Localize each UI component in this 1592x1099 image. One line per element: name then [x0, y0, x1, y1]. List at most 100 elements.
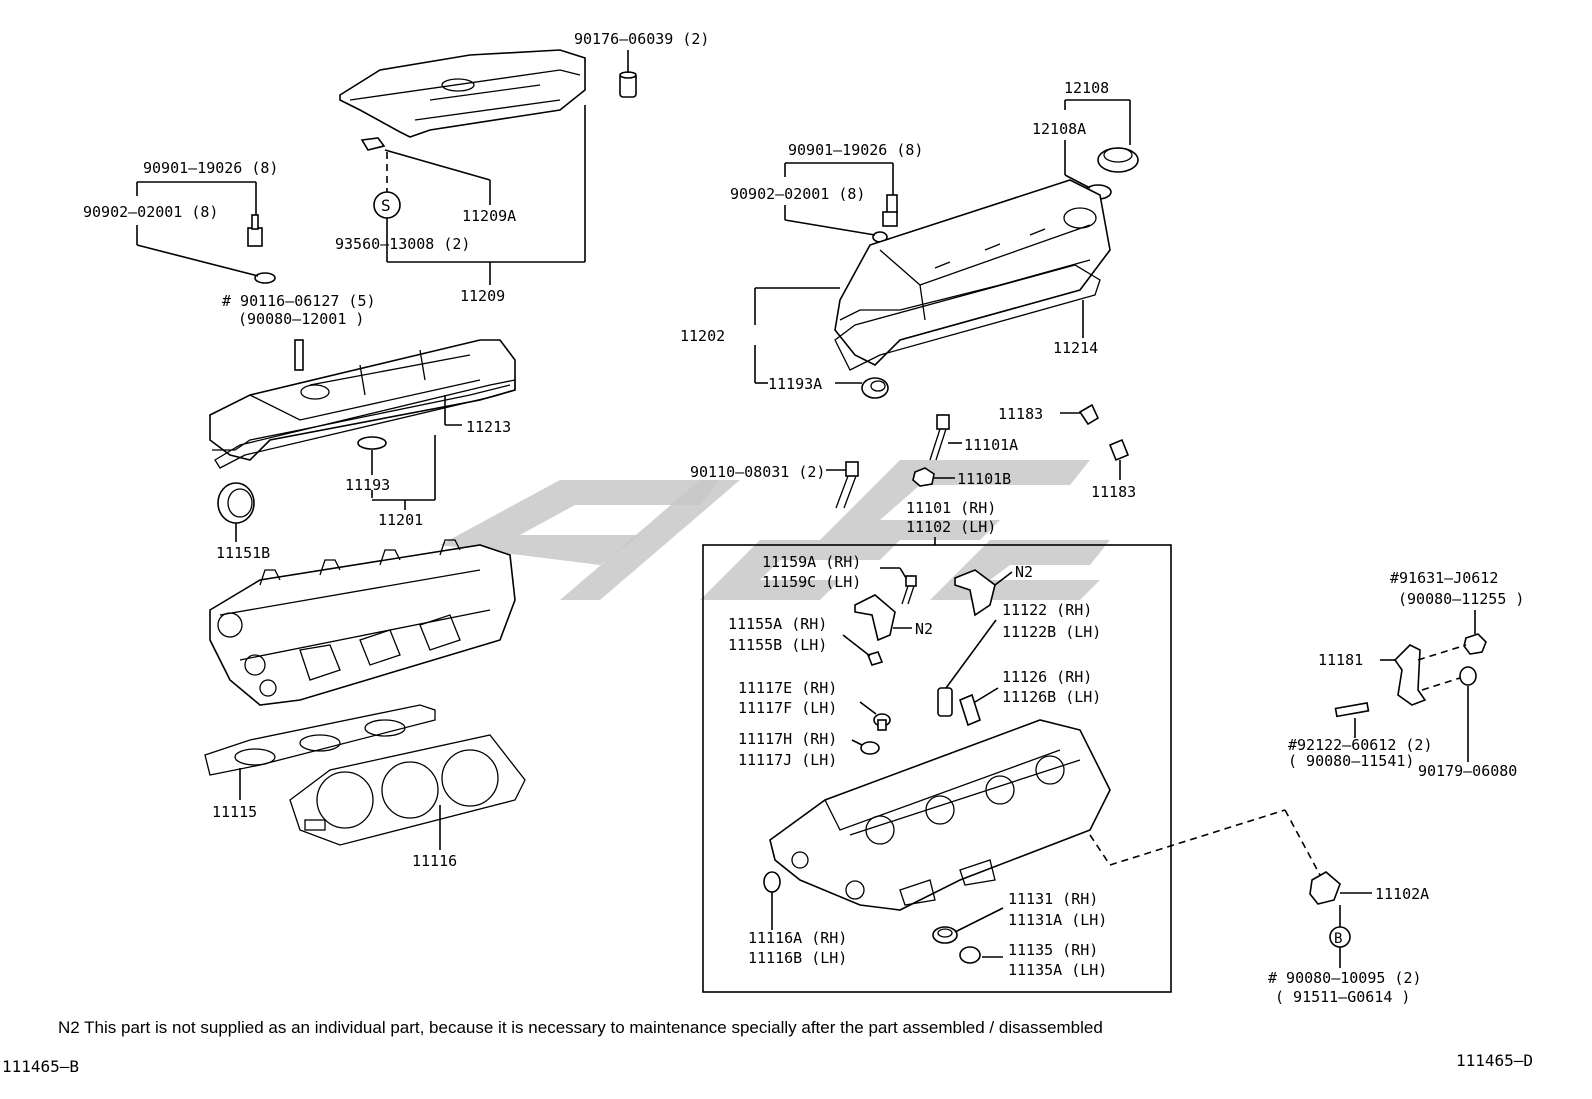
stud-11101a	[929, 414, 950, 461]
bolt-90901-left	[247, 214, 263, 247]
oil-seal-11151b	[217, 482, 255, 524]
bolt-11159a	[901, 575, 917, 605]
label-11209a: 11209A	[462, 207, 516, 225]
seal-11116a	[763, 871, 781, 893]
label-11155b: 11155B (LH)	[728, 636, 827, 654]
nut-90179	[1459, 666, 1477, 686]
ring-11117h	[860, 741, 880, 755]
label-n2-right: N2	[1015, 563, 1033, 581]
label-11155a: 11155A (RH)	[728, 615, 827, 633]
label-90080-10095: # 90080–10095 (2)	[1268, 969, 1422, 987]
label-11117f: 11117F (LH)	[738, 699, 837, 717]
clip-11209a	[360, 137, 386, 151]
label-11209: 11209	[460, 287, 505, 305]
bolt-91631	[1463, 633, 1487, 655]
grommet-90902-left	[254, 272, 276, 284]
cap-11183-top	[1078, 403, 1100, 426]
label-11201: 11201	[378, 511, 423, 529]
cylinder-head-left	[209, 539, 516, 706]
label-11126b: 11126B (LH)	[1002, 688, 1101, 706]
label-12108a: 12108A	[1032, 120, 1086, 138]
label-11183-top: 11183	[998, 405, 1043, 423]
label-11116b: 11116B (LH)	[748, 949, 847, 967]
label-11193a: 11193A	[768, 375, 822, 393]
cylinder-head-right	[769, 719, 1111, 911]
s-symbol-icon: S	[373, 191, 401, 219]
label-11214: 11214	[1053, 339, 1098, 357]
label-11117h: 11117H (RH)	[738, 730, 837, 748]
label-11122b: 11122B (LH)	[1002, 623, 1101, 641]
plug-11131	[932, 926, 958, 944]
label-93560: 93560–13008 (2)	[335, 235, 470, 253]
label-90901-right: 90901–19026 (8)	[788, 141, 923, 159]
label-11117e: 11117E (RH)	[738, 679, 837, 697]
s-symbol-text: S	[381, 196, 391, 215]
nut-11155a	[866, 651, 884, 666]
cover-gasket-11213	[214, 379, 516, 469]
label-90179: 90179–06080	[1418, 762, 1517, 780]
label-11101b: 11101B	[957, 470, 1011, 488]
bolt-90901-right	[882, 194, 898, 227]
head-gasket-11116	[289, 734, 526, 846]
label-11202: 11202	[680, 327, 725, 345]
label-91511: ( 91511–G0614 )	[1275, 988, 1410, 1006]
label-11116: 11116	[412, 852, 457, 870]
label-11159a: 11159A (RH)	[762, 553, 861, 571]
label-11213: 11213	[466, 418, 511, 436]
label-11135a: 11135A (LH)	[1008, 961, 1107, 979]
plug-seal-11193	[357, 436, 387, 450]
label-11115: 11115	[212, 803, 257, 821]
label-91631: #91631–J0612	[1390, 569, 1498, 587]
label-11151b: 11151B	[216, 544, 270, 562]
label-11193: 11193	[345, 476, 390, 494]
label-11102-lh: 11102 (LH)	[906, 518, 996, 536]
figure-code-left: 111465–B	[2, 1057, 79, 1076]
label-90080-11255: (90080–11255 )	[1398, 590, 1524, 608]
label-11101-rh: 11101 (RH)	[906, 499, 996, 517]
valve-guide-11117e	[873, 713, 891, 731]
label-90110: 90110–08031 (2)	[690, 463, 825, 481]
nut-11101b	[912, 467, 935, 487]
label-11183-bottom: 11183	[1091, 483, 1136, 501]
bolt-90110	[835, 461, 859, 509]
b-symbol-text: B	[1334, 931, 1342, 947]
label-90902-left: 90902–02001 (8)	[83, 203, 218, 221]
cylinder-head-assy-box	[702, 544, 1172, 993]
label-n2-left: N2	[915, 620, 933, 638]
bracket-11181	[1393, 644, 1427, 706]
label-11181: 11181	[1318, 651, 1363, 669]
cam-bearing-cap-n2-left	[854, 594, 896, 642]
plug-11135	[959, 946, 981, 964]
label-90902-right: 90902–02001 (8)	[730, 185, 865, 203]
label-11102a: 11102A	[1375, 885, 1429, 903]
label-11117j: 11117J (LH)	[738, 751, 837, 769]
cover-gasket-11214	[834, 264, 1101, 371]
label-11131: 11131 (RH)	[1008, 890, 1098, 908]
cap-11183-bottom	[1108, 438, 1130, 462]
sleeve-90176	[619, 71, 637, 98]
stud-90116	[294, 339, 304, 371]
guide-11122	[937, 687, 953, 717]
label-11116a: 11116A (RH)	[748, 929, 847, 947]
label-11122: 11122 (RH)	[1002, 601, 1092, 619]
cam-bearing-cap-n2-right	[954, 569, 996, 617]
plug-seal-11193a	[861, 377, 889, 399]
label-90116: # 90116–06127 (5)	[222, 292, 376, 310]
label-90080-12001: (90080–12001 )	[238, 310, 364, 328]
label-12108: 12108	[1064, 79, 1109, 97]
guide-11126	[959, 693, 981, 727]
figure-code-right: 111465–D	[1456, 1051, 1533, 1070]
engine-cover-left	[339, 49, 586, 138]
label-11159c: 11159C (LH)	[762, 573, 861, 591]
b-symbol-icon: B	[1329, 926, 1351, 948]
cylinder-head-cover-right	[834, 179, 1111, 366]
stud-92122	[1334, 702, 1370, 718]
label-90901-left: 90901–19026 (8)	[143, 159, 278, 177]
label-11126: 11126 (RH)	[1002, 668, 1092, 686]
label-92122: #92122–60612 (2)	[1288, 736, 1433, 754]
cam-position-sensor-11102a	[1309, 871, 1341, 905]
manifold-gasket-11115	[204, 704, 436, 776]
label-11131a: 11131A (LH)	[1008, 911, 1107, 929]
